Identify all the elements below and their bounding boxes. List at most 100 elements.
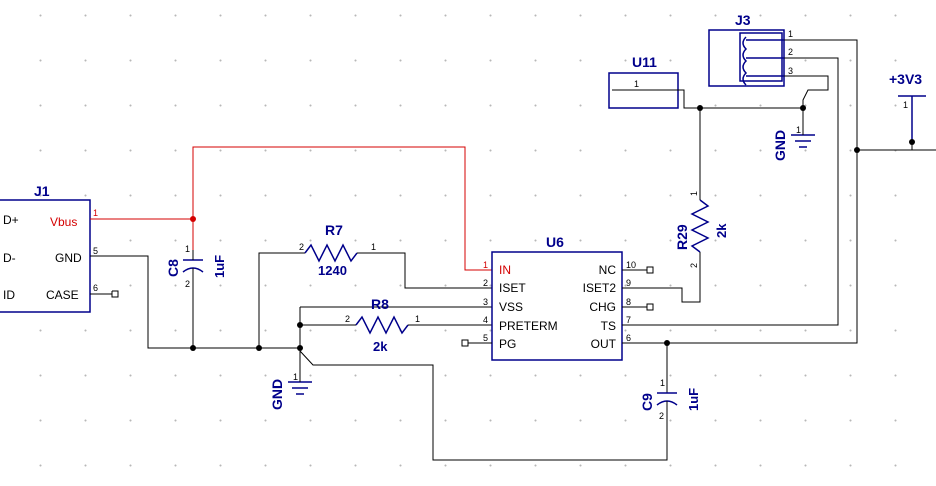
c8-ref: C8 <box>165 259 181 277</box>
module-u11[interactable]: U11 1 <box>608 54 806 111</box>
iset2-wire <box>622 262 701 303</box>
j1-pin-vbus-label: Vbus <box>50 215 77 229</box>
v3v3-label: +3V3 <box>889 71 922 87</box>
c9-pin1: 1 <box>660 378 665 388</box>
r8-pin1: 1 <box>415 314 420 324</box>
u6-pin-in: IN <box>499 263 511 277</box>
u6-pg-nc-marker <box>461 339 469 347</box>
u6-pin-6-num: 6 <box>626 333 631 343</box>
net-iset2[interactable] <box>622 262 701 303</box>
junction-3v3-pin <box>909 139 915 145</box>
capacitor-c8[interactable]: C8 1uF 1 2 <box>165 244 227 289</box>
gnd-left-label: GND <box>269 379 285 410</box>
resistor-r8[interactable]: R8 2k 2 1 <box>345 296 492 354</box>
gnd-right-label: GND <box>772 130 788 161</box>
resistor-r7[interactable]: R7 1240 2 1 <box>299 222 492 289</box>
j3-pin3-wire <box>784 75 829 120</box>
vbus-wire-2 <box>192 146 492 271</box>
junction-preterm <box>297 322 303 328</box>
gnd-wire-r7 <box>258 252 305 348</box>
j1-pin-dminus-label: D- <box>3 251 16 265</box>
resistor-r29[interactable]: R29 2k 1 2 <box>674 108 729 268</box>
r7-zigzag <box>304 243 358 263</box>
u6-chg-marker <box>646 303 654 311</box>
j3-pin1: 1 <box>788 29 793 39</box>
junction-r7-gnd <box>256 345 262 351</box>
gnd-right-pin: 1 <box>796 125 801 135</box>
r7-pin1: 1 <box>371 242 376 252</box>
u6-pin-2-num: 2 <box>483 278 488 288</box>
j1-body <box>0 199 91 313</box>
r29-pin2: 2 <box>689 263 699 268</box>
junction-u11-r29 <box>697 105 703 111</box>
r8-ref: R8 <box>371 296 389 312</box>
u11-ref: U11 <box>632 54 657 70</box>
u6-pin-7-num: 7 <box>626 315 631 325</box>
u6-body <box>491 251 623 361</box>
j3-pin2-ts-wire <box>622 57 839 326</box>
u6-pin-ts: TS <box>601 319 616 333</box>
j1-pin-5-number: 5 <box>93 246 98 256</box>
u6-pin-1-num: 1 <box>483 260 488 270</box>
j1-pin-6-number: 6 <box>93 283 98 293</box>
v3v3-pin: 1 <box>903 100 908 110</box>
r29-pin1: 1 <box>689 191 699 196</box>
u6-pin-vss: VSS <box>499 300 523 314</box>
gnd-left-pin: 1 <box>293 372 298 382</box>
j1-ref: J1 <box>34 183 50 199</box>
j1-case-nc-marker <box>111 290 119 298</box>
c9-ref: C9 <box>639 393 655 411</box>
power-3v3[interactable]: +3V3 1 <box>622 71 936 346</box>
r7-ref: R7 <box>325 222 343 238</box>
j3-ref: J3 <box>735 12 751 28</box>
j1-pin-dplus-label: D+ <box>3 213 19 227</box>
j1-pin-case-label: CASE <box>46 288 79 302</box>
u6-pin-iset2: ISET2 <box>583 281 617 295</box>
u6-ref: U6 <box>546 234 564 250</box>
c9-pin2: 2 <box>659 411 664 421</box>
c8-pin1: 1 <box>185 244 190 254</box>
gnd-symbol-right[interactable]: GND 1 <box>772 120 815 161</box>
u6-pin-nc: NC <box>599 263 617 277</box>
r29-value: 2k <box>714 223 729 238</box>
u6-pin-8-num: 8 <box>626 297 631 307</box>
r29-zigzag <box>690 199 710 253</box>
j3-contacts <box>742 36 748 86</box>
net-gnd-main[interactable] <box>90 252 668 461</box>
u6-pin-3-num: 3 <box>483 297 488 307</box>
ic-u6[interactable]: U6 IN ISET VSS PRETERM PG 1 2 3 4 5 NC I… <box>461 234 654 361</box>
connector-j3[interactable]: J3 1 2 3 <box>622 12 858 326</box>
j3-pin3: 3 <box>788 66 793 76</box>
vbus-junction <box>190 216 196 222</box>
r7-value: 1240 <box>318 263 347 278</box>
connector-j1[interactable]: J1 Vbus GND CASE D+ D- ID 1 5 6 <box>0 183 98 313</box>
j3-pin2: 2 <box>788 47 793 57</box>
junction-c8-gnd <box>190 345 196 351</box>
u6-pin-pg: PG <box>499 337 516 351</box>
j1-pin-gnd-label: GND <box>55 251 82 265</box>
r8-zigzag <box>355 315 409 335</box>
j3-pin1-wire <box>784 39 858 150</box>
u6-pin-9-num: 9 <box>626 278 631 288</box>
c8-pin2: 2 <box>185 279 190 289</box>
r8-pin2: 2 <box>345 314 350 324</box>
out-wire <box>622 150 858 344</box>
u6-nc-marker <box>646 266 654 274</box>
r7-iset-wire <box>357 252 492 289</box>
c8-value: 1uF <box>212 255 227 278</box>
u6-pin-chg: CHG <box>589 300 616 314</box>
preterm-r8-wire <box>299 307 345 326</box>
u6-pin-4-num: 4 <box>483 315 488 325</box>
gnd-symbol-left[interactable]: GND 1 <box>269 370 312 410</box>
net-vbus[interactable] <box>90 146 492 271</box>
r7-pin2: 2 <box>299 242 304 252</box>
u11-pin1: 1 <box>634 79 639 89</box>
u6-pin-iset: ISET <box>499 281 526 295</box>
gnd-wire-1 <box>90 255 300 349</box>
capacitor-c9[interactable]: C9 1uF 1 2 <box>639 343 701 435</box>
u6-pin-5-num: 5 <box>483 333 488 343</box>
j1-pin-id-label: ID <box>3 288 15 302</box>
gnd-c9-wire <box>299 350 668 461</box>
